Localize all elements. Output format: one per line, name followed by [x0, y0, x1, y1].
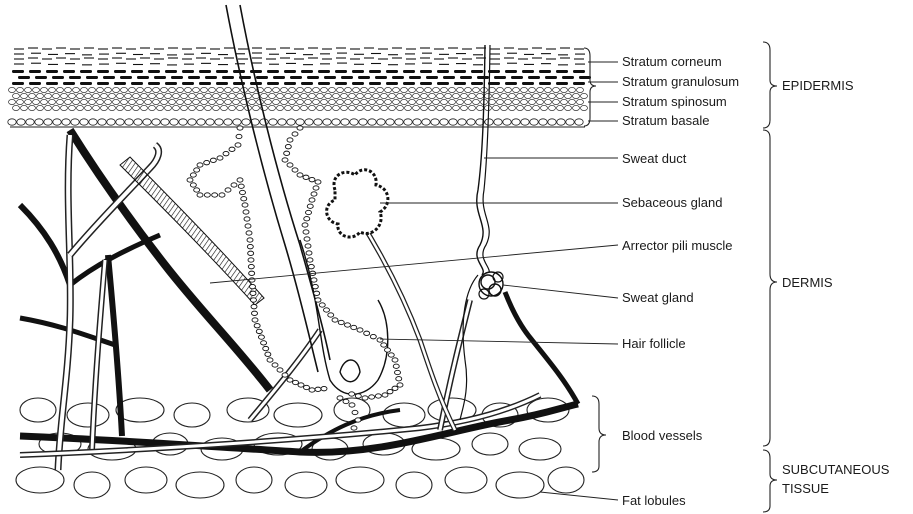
sebaceous-gland-drawing	[327, 170, 388, 237]
label-fat-lobules: Fat lobules	[622, 493, 686, 508]
label-blood-vessels: Blood vessels	[622, 428, 703, 443]
structure-labels: Stratum corneum Stratum granulosum Strat…	[622, 54, 890, 508]
group-label-epidermis: EPIDERMIS	[782, 78, 854, 93]
epidermis-layers	[8, 48, 591, 127]
label-stratum-granulosum: Stratum granulosum	[622, 74, 739, 89]
label-sebaceous-gland: Sebaceous gland	[622, 195, 722, 210]
group-label-dermis: DERMIS	[782, 275, 833, 290]
label-stratum-corneum: Stratum corneum	[622, 54, 722, 69]
sweat-gland-drawing	[479, 272, 503, 299]
label-sweat-duct: Sweat duct	[622, 151, 687, 166]
label-hair-follicle: Hair follicle	[622, 336, 686, 351]
label-stratum-basale: Stratum basale	[622, 113, 709, 128]
group-label-subcutaneous-1: SUBCUTANEOUS	[782, 462, 890, 477]
label-sweat-gland: Sweat gland	[622, 290, 694, 305]
group-label-subcutaneous-2: TISSUE	[782, 481, 829, 496]
label-arrector-pili: Arrector pili muscle	[622, 238, 733, 253]
label-stratum-spinosum: Stratum spinosum	[622, 94, 727, 109]
